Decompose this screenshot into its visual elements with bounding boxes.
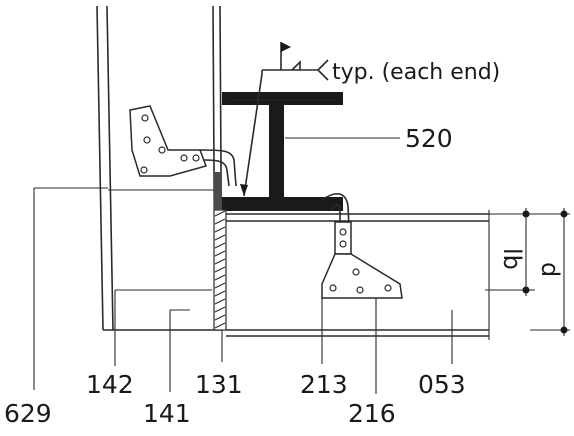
dimension-lines: lb d	[485, 208, 570, 336]
weld-note: typ. (each end)	[332, 60, 500, 85]
leader-lines	[33, 137, 453, 394]
weld-symbol: typ. (each end)	[240, 42, 500, 197]
i-beam-section	[222, 92, 343, 211]
label-216: 216	[348, 399, 396, 428]
dimension-inner-label: lb	[498, 248, 526, 270]
label-131: 131	[195, 370, 243, 399]
label-142: 142	[86, 370, 134, 399]
label-141: 141	[143, 399, 191, 428]
left-connection-clip	[129, 105, 237, 187]
right-connection-clip	[321, 193, 403, 299]
dimension-outer-label: d	[536, 262, 564, 277]
label-520: 520	[405, 124, 453, 153]
horizontal-panel	[224, 210, 490, 340]
joint-sealant-strip	[213, 172, 227, 331]
label-053: 053	[418, 370, 466, 399]
label-213: 213	[300, 370, 348, 399]
label-629: 629	[4, 399, 52, 428]
